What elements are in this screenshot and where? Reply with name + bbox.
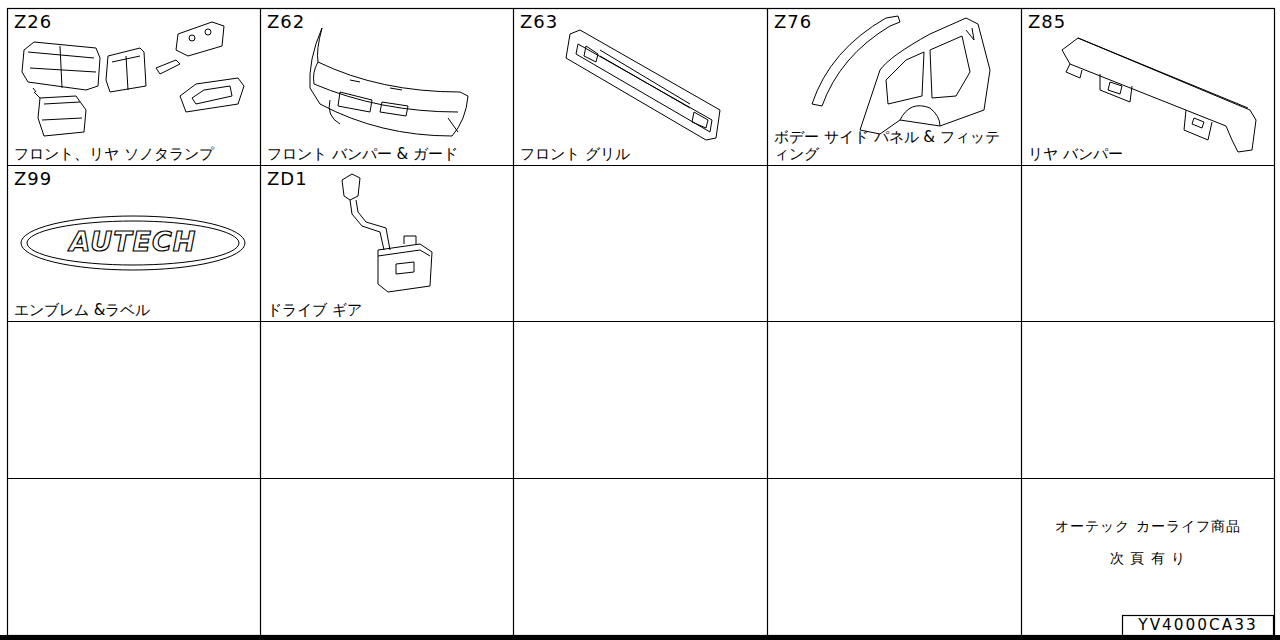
- group-code: Z63: [520, 12, 558, 32]
- grid: [7, 8, 1275, 636]
- group-name: フロント、リヤ ソノタランプ: [14, 146, 252, 163]
- lamp-illustration: [22, 22, 244, 136]
- group-name: エンブレム &ラベル: [14, 302, 252, 319]
- page-code-box: [1123, 616, 1274, 636]
- group-code: Z85: [1028, 12, 1066, 32]
- note-text: 次 頁 有 り: [1022, 551, 1274, 567]
- catalog-cell: Z26 フロント、リヤ ソノタランプ: [8, 9, 260, 165]
- catalog-cell: Z62 フロント バンパー & ガード: [261, 9, 513, 165]
- group-code: Z76: [774, 12, 812, 32]
- group-name: リヤ バンパー: [1028, 146, 1266, 163]
- group-name: ドライブ ギア: [267, 302, 505, 319]
- note-text: オーテック カーライフ商品: [1022, 519, 1274, 535]
- catalog-cell: Z63 フロント グリル: [514, 9, 767, 165]
- group-name: フロント グリル: [520, 146, 759, 163]
- grille-illustration: [566, 30, 720, 140]
- side-panel-illustration: [812, 16, 990, 134]
- catalog-cell: Z85 リヤ バンパー: [1022, 9, 1274, 165]
- group-name: フロント バンパー & ガード: [267, 146, 505, 163]
- group-name: ボデー サイド パネル & フィッティング: [774, 129, 1013, 162]
- bumper-illustration: [310, 28, 468, 136]
- emblem-illustration: [21, 216, 245, 270]
- group-code: Z99: [14, 169, 52, 189]
- emblem-text: AUTECH: [38, 226, 228, 257]
- catalog-cell: Z76 ボデー サイド パネル & フィッティング: [768, 9, 1021, 165]
- bottom-bar: [0, 635, 1280, 640]
- group-code: Z62: [267, 12, 305, 32]
- group-code: ZD1: [267, 169, 308, 189]
- page-code: YV4000CA33: [1123, 617, 1273, 634]
- catalog-cell: ZD1 ドライブ ギア: [261, 166, 513, 321]
- rear-bumper-illustration: [1062, 38, 1256, 152]
- page-code-box: YV4000CA33: [1123, 616, 1273, 635]
- drive-gear-illustration: [342, 174, 432, 292]
- catalog-cell: オーテック カーライフ商品次 頁 有 り: [1022, 479, 1274, 613]
- group-code: Z26: [14, 12, 52, 32]
